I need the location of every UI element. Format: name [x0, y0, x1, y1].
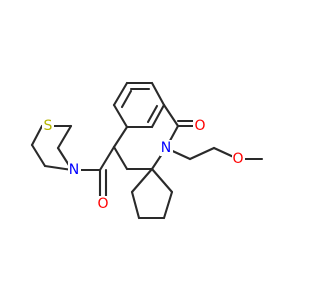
atom-bg: [193, 117, 206, 133]
bond: [56, 124, 73, 150]
bond: [130, 167, 154, 194]
bond-double-inner: [120, 89, 133, 109]
molecule-structure: O N O O N S: [30, 81, 264, 220]
bond: [150, 103, 166, 129]
nitrogen-thiomorpholine-label: N: [69, 162, 79, 178]
sulfur-label: S: [44, 118, 53, 134]
bond: [112, 125, 129, 149]
bond: [30, 124, 44, 147]
bond: [112, 81, 129, 107]
bond-double-inner: [146, 104, 159, 124]
bond: [188, 146, 216, 161]
bond: [162, 190, 174, 220]
lactam-ring: [112, 103, 198, 171]
oxygen-ether-label: O: [232, 151, 243, 167]
bond: [43, 164, 74, 172]
bond: [112, 145, 129, 171]
methoxyethyl-chain: [164, 146, 264, 161]
bond: [150, 81, 166, 107]
molecule-canvas: O N O O N S: [30, 81, 264, 220]
benzene-ring: [112, 81, 166, 129]
bond: [150, 167, 174, 194]
atom-bg: [68, 162, 81, 178]
atom-labels: O N O O N S: [42, 117, 245, 212]
bond: [98, 145, 116, 172]
oxygen-ketone-label: O: [194, 118, 205, 134]
oxygen-amide-label: O: [97, 196, 108, 212]
atom-bg: [96, 196, 109, 212]
cyclopentane-ring: [130, 167, 174, 220]
bond: [130, 190, 141, 220]
atom-bg: [42, 118, 54, 134]
bond: [162, 103, 180, 128]
amide-link: [76, 145, 116, 198]
atom-bg: [160, 140, 173, 156]
atom-bg: [232, 151, 245, 167]
bond: [112, 103, 129, 129]
thiomorpholine-ring: [30, 124, 74, 172]
bond: [30, 143, 47, 168]
nitrogen-ring-label: N: [161, 140, 171, 156]
